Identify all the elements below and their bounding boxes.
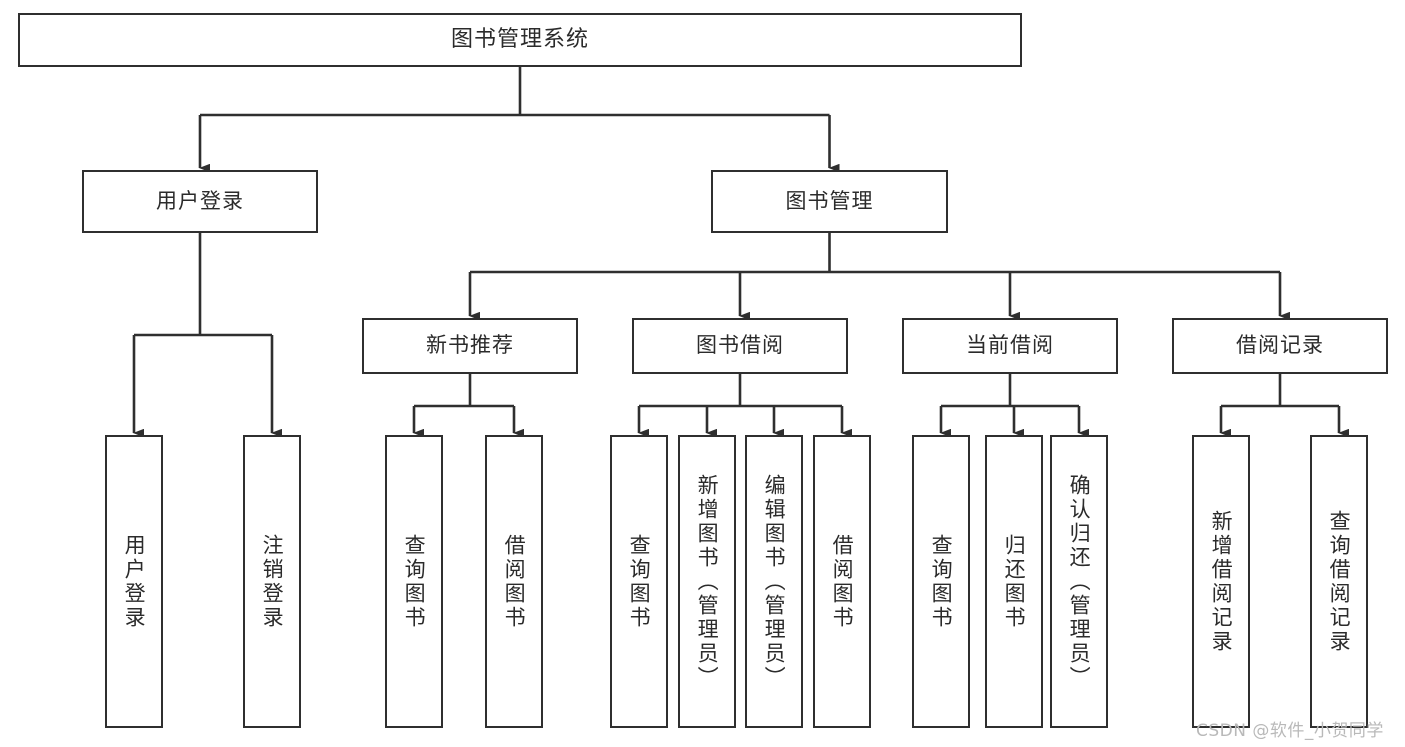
node-borrow-record: 借阅记录: [1172, 318, 1388, 374]
node-leaf-user-login: 用户登录: [105, 435, 163, 728]
node-current-borrow-label: 当前借阅: [966, 333, 1054, 358]
node-leaf-query-book-rec-label: 查询图书: [402, 533, 427, 630]
node-leaf-query-record: 查询借阅记录: [1310, 435, 1368, 728]
node-leaf-user-logout: 注销登录: [243, 435, 301, 728]
node-leaf-query-book-borrow-label: 查询图书: [627, 533, 652, 630]
node-root-system-label: 图书管理系统: [450, 26, 589, 52]
node-leaf-add-record: 新增借阅记录: [1192, 435, 1250, 728]
node-leaf-add-record-label: 新增借阅记录: [1209, 509, 1234, 654]
node-leaf-confirm-return-label: 确认归还（管理员）: [1067, 473, 1092, 690]
node-leaf-borrow-book-rec-label: 借阅图书: [502, 533, 527, 630]
node-current-borrow: 当前借阅: [902, 318, 1118, 374]
node-root-system: 图书管理系统: [18, 13, 1022, 67]
node-new-book-recommend: 新书推荐: [362, 318, 578, 374]
node-leaf-edit-book: 编辑图书（管理员）: [745, 435, 803, 728]
node-leaf-return-book: 归还图书: [985, 435, 1043, 728]
node-leaf-borrow-book: 借阅图书: [813, 435, 871, 728]
node-leaf-query-book-current-label: 查询图书: [929, 533, 954, 630]
node-leaf-edit-book-label: 编辑图书（管理员）: [762, 473, 787, 690]
node-leaf-user-logout-label: 注销登录: [260, 533, 285, 630]
node-book-borrow-label: 图书借阅: [696, 333, 784, 358]
node-leaf-query-book-rec: 查询图书: [385, 435, 443, 728]
node-leaf-add-book: 新增图书（管理员）: [678, 435, 736, 728]
node-leaf-confirm-return: 确认归还（管理员）: [1050, 435, 1108, 728]
watermark-label: CSDN @软件_小贺同学: [1196, 721, 1384, 741]
node-leaf-add-book-label: 新增图书（管理员）: [695, 473, 720, 690]
node-leaf-query-book-borrow: 查询图书: [610, 435, 668, 728]
node-leaf-borrow-book-label: 借阅图书: [830, 533, 855, 630]
node-book-manage-label: 图书管理: [785, 188, 874, 213]
node-leaf-query-book-current: 查询图书: [912, 435, 970, 728]
node-leaf-return-book-label: 归还图书: [1002, 533, 1027, 630]
node-borrow-record-label: 借阅记录: [1236, 333, 1324, 358]
node-book-manage: 图书管理: [711, 170, 948, 233]
node-leaf-query-record-label: 查询借阅记录: [1327, 509, 1352, 654]
node-user-login: 用户登录: [82, 170, 318, 233]
node-new-book-recommend-label: 新书推荐: [426, 333, 514, 358]
node-user-login-label: 用户登录: [156, 188, 244, 213]
node-leaf-borrow-book-rec: 借阅图书: [485, 435, 543, 728]
node-book-borrow: 图书借阅: [632, 318, 848, 374]
node-leaf-user-login-label: 用户登录: [122, 533, 147, 630]
